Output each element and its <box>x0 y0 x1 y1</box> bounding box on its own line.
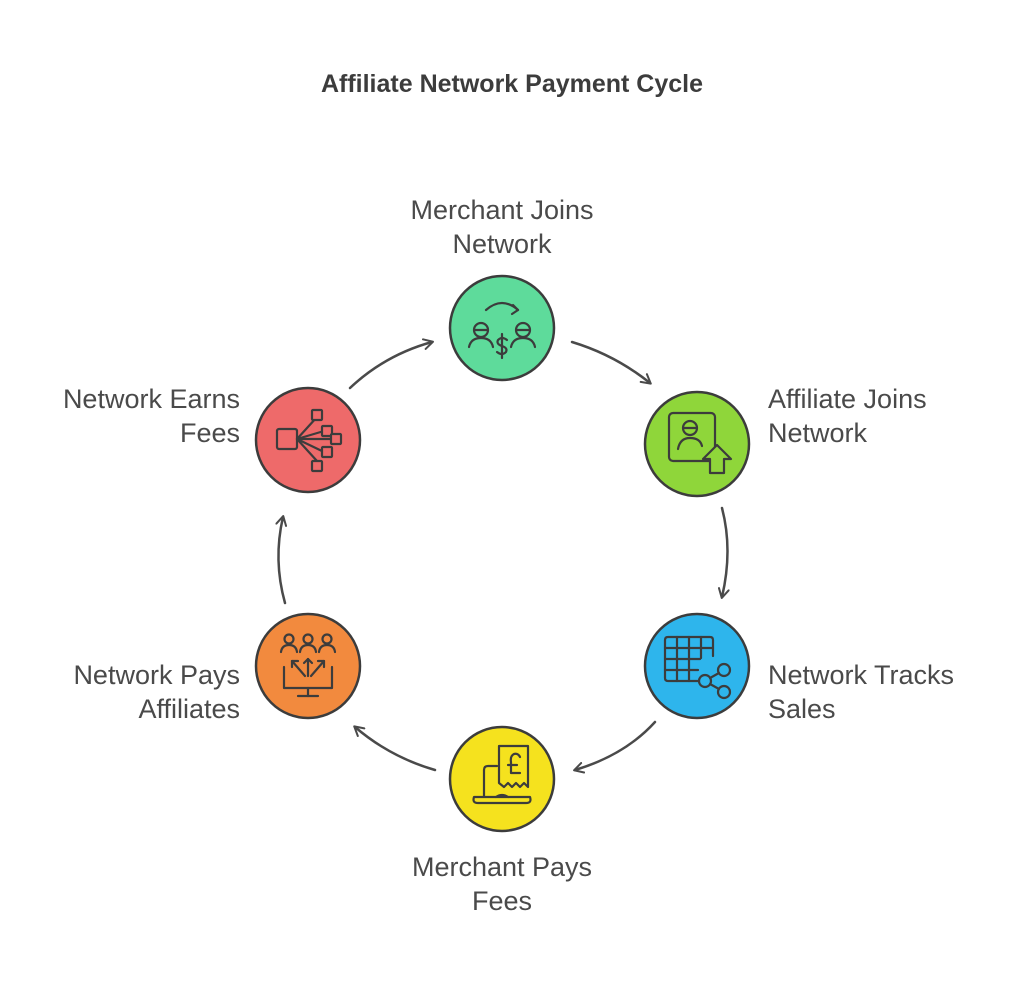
arrow-pays-affiliates-to-earns <box>275 515 288 605</box>
node-circle-affiliate-joins <box>643 390 751 498</box>
step-label-affiliate-joins: Affiliate Joins Network <box>768 382 927 450</box>
step-label-network-earns-fees: Network Earns Fees <box>63 382 240 450</box>
step-label-merchant-joins: Merchant Joins Network <box>410 193 593 261</box>
arrow-pays-fees-to-pays-affiliates <box>353 725 437 772</box>
step-label-line2: Network <box>452 229 552 259</box>
node-merchant-pays-fees <box>448 725 556 833</box>
network-hub-icon <box>275 408 343 473</box>
step-label-line1: Affiliate Joins <box>768 384 927 414</box>
node-circle-merchant-joins <box>448 274 556 382</box>
step-label-line2: Fees <box>471 886 533 916</box>
node-affiliate-joins <box>643 390 751 498</box>
step-label-line2: Network <box>768 418 868 448</box>
step-label-network-tracks: Network Tracks Sales <box>768 658 954 726</box>
step-label-line2: Sales <box>768 694 836 724</box>
arrow-earns-to-merchant <box>348 338 434 390</box>
step-label-line1: Network Pays <box>73 660 240 690</box>
arrow-tracks-to-pays-fees <box>573 720 657 774</box>
node-network-tracks <box>643 612 751 720</box>
step-label-network-pays-affiliates: Network Pays Affiliates <box>73 658 240 726</box>
step-label-line2: Affiliates <box>138 694 240 724</box>
laptop-invoice-pound-icon <box>472 744 532 805</box>
user-upload-icon <box>667 411 733 475</box>
node-merchant-joins <box>448 274 556 382</box>
table-share-icon <box>663 635 732 700</box>
node-network-pays-affiliates <box>254 612 362 720</box>
step-label-line1: Merchant Joins <box>410 195 594 225</box>
step-label-merchant-pays-fees: Merchant Pays Fees <box>412 850 592 918</box>
step-label-line1: Network Earns <box>62 384 240 414</box>
step-label-line1: Network Tracks <box>768 660 955 690</box>
arrow-affiliate-to-tracks <box>717 506 730 599</box>
step-label-line2: Fees <box>179 418 240 448</box>
merchant-exchange-icon <box>467 301 537 360</box>
step-label-line1: Merchant Pays <box>411 852 593 882</box>
diagram-title: Affiliate Network Payment Cycle <box>320 70 704 98</box>
group-distribution-icon <box>279 633 337 698</box>
arrow-merchant-to-affiliate <box>570 340 652 385</box>
node-circle-network-tracks <box>643 612 751 720</box>
node-network-earns-fees <box>254 386 362 494</box>
